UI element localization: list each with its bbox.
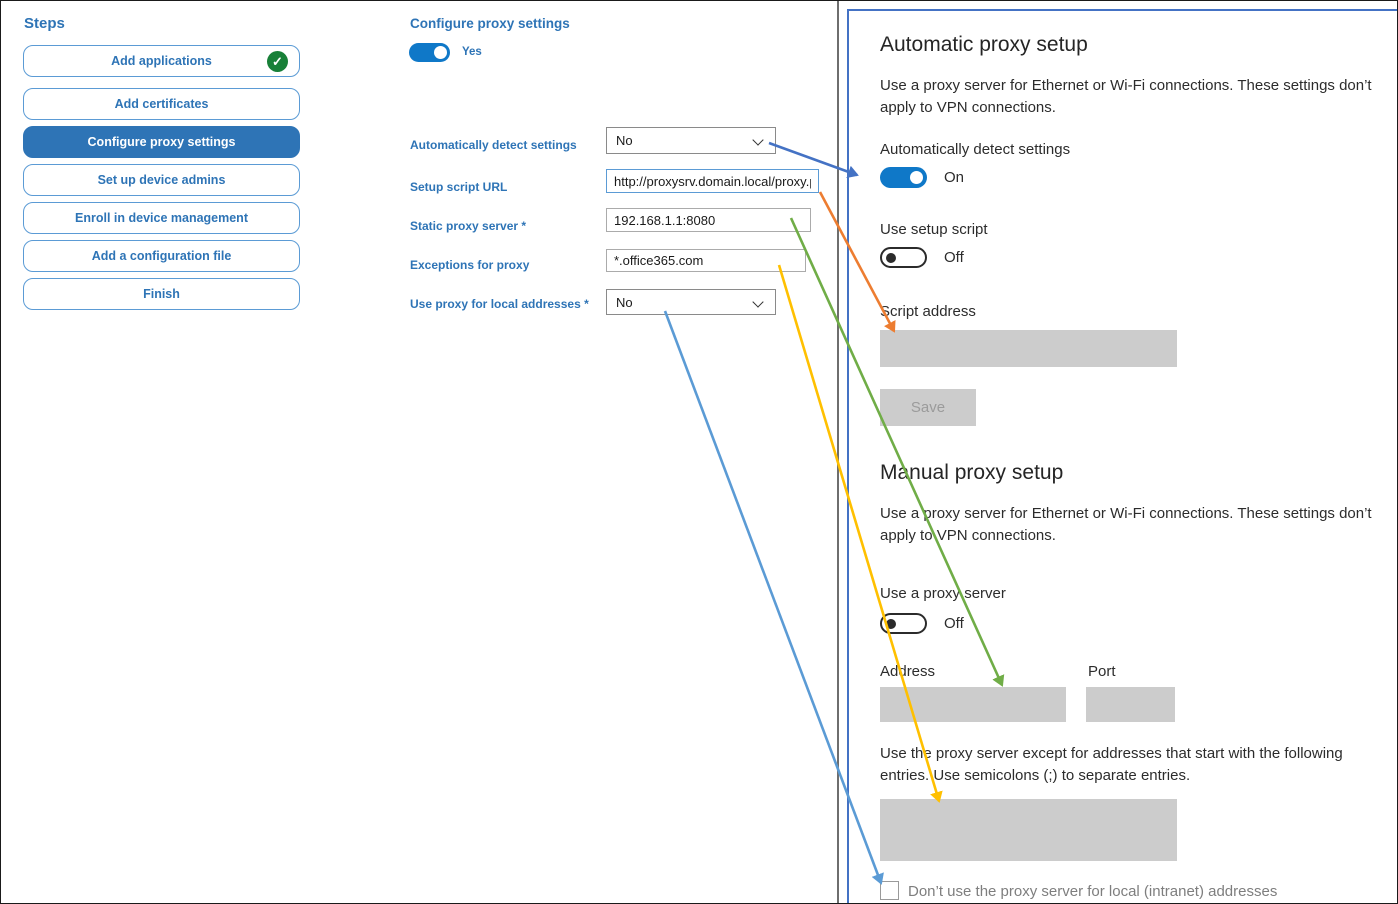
use-setup-script-toggle[interactable] (880, 247, 927, 268)
script-address-label: Script address (880, 303, 976, 320)
use-proxy-local-select[interactable]: No (606, 289, 776, 315)
address-field[interactable] (880, 687, 1066, 722)
save-button[interactable]: Save (880, 389, 976, 426)
step-set-up-device-admins[interactable]: Set up device admins (23, 164, 300, 196)
windows-proxy-settings-panel: Automatic proxy setup Use a proxy server… (847, 9, 1397, 903)
use-a-proxy-server-state: Off (944, 615, 964, 632)
proxy-exceptions-description: Use the proxy server except for addresse… (880, 745, 1343, 784)
use-proxy-local-label: Use proxy for local addresses * (410, 297, 589, 311)
exceptions-for-proxy-label: Exceptions for proxy (410, 258, 530, 272)
auto-detect-settings-state: On (944, 169, 965, 186)
static-proxy-server-input[interactable] (606, 208, 811, 232)
step-label: Enroll in device management (75, 211, 248, 225)
step-label: Add applications (111, 54, 212, 68)
toggle-knob (910, 171, 923, 184)
step-add-applications[interactable]: Add applications ✓ (23, 45, 300, 77)
chevron-down-icon (752, 134, 764, 146)
steps-panel-title: Steps (24, 15, 65, 32)
script-address-field[interactable] (880, 330, 1177, 367)
auto-detect-select[interactable]: No (606, 127, 776, 154)
step-label: Set up device admins (97, 173, 226, 187)
step-add-a-configuration-file[interactable]: Add a configuration file (23, 240, 300, 272)
setup-script-url-input[interactable] (606, 169, 819, 193)
step-label: Add a configuration file (91, 249, 232, 263)
step-add-certificates[interactable]: Add certificates (23, 88, 300, 120)
chevron-down-icon (752, 296, 764, 308)
pane-divider (837, 1, 839, 903)
completed-check-icon: ✓ (267, 51, 288, 72)
toggle-knob (886, 618, 896, 629)
exceptions-for-proxy-input[interactable] (606, 249, 806, 272)
auto-detect-label: Automatically detect settings (410, 138, 577, 152)
configure-proxy-toggle-state: Yes (462, 46, 482, 58)
automatic-proxy-description: Use a proxy server for Ethernet or Wi-Fi… (880, 77, 1372, 116)
address-label: Address (880, 663, 936, 680)
step-label: Add certificates (114, 97, 209, 111)
toggle-knob (434, 46, 447, 59)
toggle-knob (886, 252, 896, 263)
local-addresses-checkbox[interactable] (880, 881, 899, 900)
local-addresses-checkbox-label: Don’t use the proxy server for local (in… (908, 883, 1278, 900)
selected-value: No (616, 133, 633, 148)
manual-proxy-setup-heading: Manual proxy setup (880, 461, 1064, 484)
use-a-proxy-server-toggle[interactable] (880, 613, 927, 634)
port-field[interactable] (1086, 687, 1175, 722)
step-label: Finish (143, 287, 180, 301)
use-setup-script-state: Off (944, 249, 964, 266)
step-finish[interactable]: Finish (23, 278, 300, 310)
port-label: Port (1088, 663, 1116, 680)
use-setup-script-label: Use setup script (880, 221, 988, 238)
configure-proxy-title: Configure proxy settings (410, 16, 570, 31)
step-label: Configure proxy settings (87, 135, 236, 149)
step-configure-proxy-settings[interactable]: Configure proxy settings (23, 126, 300, 158)
static-proxy-server-label: Static proxy server * (410, 219, 527, 233)
use-a-proxy-server-label: Use a proxy server (880, 585, 1006, 602)
configure-proxy-toggle[interactable] (409, 43, 450, 62)
proxy-exceptions-field[interactable] (880, 799, 1177, 861)
auto-detect-settings-toggle[interactable] (880, 167, 927, 188)
setup-script-url-label: Setup script URL (410, 180, 508, 194)
selected-value: No (616, 294, 633, 310)
step-enroll-in-device-management[interactable]: Enroll in device management (23, 202, 300, 234)
auto-detect-settings-label: Automatically detect settings (880, 141, 1071, 158)
manual-proxy-description: Use a proxy server for Ethernet or Wi-Fi… (880, 505, 1372, 544)
automatic-proxy-setup-heading: Automatic proxy setup (880, 33, 1088, 56)
